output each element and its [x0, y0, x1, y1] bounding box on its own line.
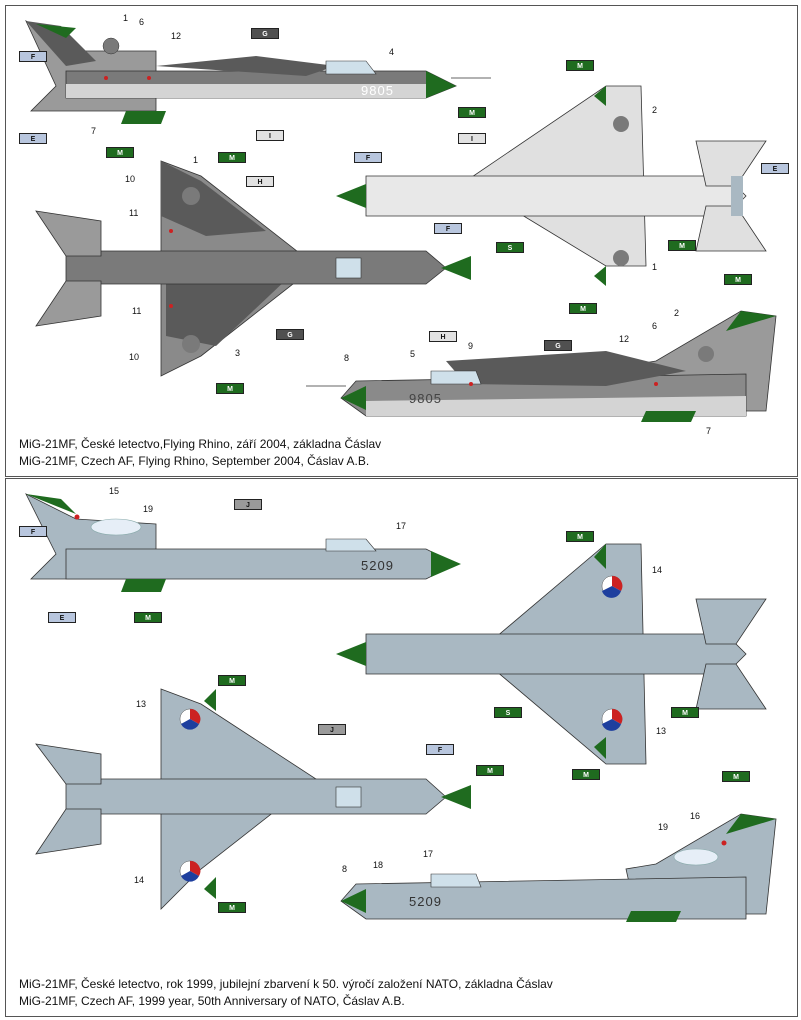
- serial-top: 9805: [361, 83, 394, 98]
- callout-2b: 2: [674, 308, 680, 318]
- roundel-top-right: [179, 860, 201, 882]
- callout-8b: 8: [342, 864, 348, 874]
- tag-m-5: M: [668, 240, 696, 251]
- serial-top-2: 5209: [361, 558, 394, 573]
- tag-h-2: H: [429, 331, 457, 342]
- roundel-underside-bottom: [601, 708, 623, 731]
- tag-m-2: M: [458, 107, 486, 118]
- callout-1c: 1: [652, 262, 658, 272]
- panel-nato-anniversary: 5209 5209 J F M E M M S M J F M M M M 15…: [5, 478, 798, 1017]
- roundel-underside-top: [601, 575, 623, 598]
- callout-2a: 2: [652, 105, 658, 115]
- caption-en-2: MiG-21MF, Czech AF, 1999 year, 50th Anni…: [19, 994, 405, 1008]
- callout-14a: 14: [652, 565, 663, 575]
- tag-m-16: M: [218, 902, 246, 913]
- callout-14b: 14: [134, 875, 145, 885]
- callout-18: 18: [373, 860, 384, 870]
- tag-e-3: E: [48, 612, 76, 623]
- tag-m-15: M: [722, 771, 750, 782]
- tag-m-9: M: [566, 531, 594, 542]
- callout-16: 16: [690, 811, 701, 821]
- callout-12b: 12: [619, 334, 630, 344]
- aircraft-underside-view-2: [336, 543, 767, 765]
- tag-e-1: E: [19, 133, 47, 144]
- tag-g-1: G: [251, 28, 279, 39]
- tag-i-1: I: [256, 130, 284, 141]
- callout-11a: 11: [129, 208, 139, 218]
- serial-bottom-2: 5209: [409, 894, 442, 909]
- aircraft-top-view: [35, 160, 471, 377]
- callout-13b: 13: [656, 726, 667, 736]
- callout-1b: 1: [193, 155, 199, 165]
- callout-6b: 6: [652, 321, 658, 331]
- aircraft-side-view-top: [25, 19, 491, 124]
- tag-f-2: F: [354, 152, 382, 163]
- tag-j-1: J: [234, 499, 262, 510]
- tag-f-4: F: [19, 526, 47, 537]
- tag-g-3: G: [544, 340, 572, 351]
- callout-19b: 19: [658, 822, 669, 832]
- aircraft-side-view-bottom: [306, 310, 777, 422]
- panel2-artwork: [25, 493, 777, 922]
- callout-15: 15: [109, 486, 120, 496]
- tag-m-8: M: [216, 383, 244, 394]
- tag-m-12: M: [671, 707, 699, 718]
- callout-10b: 10: [129, 352, 140, 362]
- tag-f-1: F: [19, 51, 47, 62]
- tag-m-10: M: [134, 612, 162, 623]
- tag-m-6: M: [569, 303, 597, 314]
- roundel-top-left: [179, 708, 201, 730]
- tag-i-2: I: [458, 133, 486, 144]
- tag-m-3: M: [566, 60, 594, 71]
- serial-bottom: 9805: [409, 391, 442, 406]
- aircraft-underside-view-top: [336, 85, 767, 286]
- caption-en-1: MiG-21MF, Czech AF, Flying Rhino, Septem…: [19, 454, 370, 468]
- callout-5: 5: [410, 349, 416, 359]
- tag-m-4: M: [218, 152, 246, 163]
- callout-9: 9: [468, 341, 474, 351]
- tag-h-1: H: [246, 176, 274, 187]
- tag-m-11: M: [218, 675, 246, 686]
- callout-3: 3: [235, 348, 241, 358]
- tag-m-1: M: [106, 147, 134, 158]
- callout-11b: 11: [132, 306, 142, 316]
- callout-19a: 19: [143, 504, 154, 514]
- callout-13a: 13: [136, 699, 147, 709]
- caption-cz-1: MiG-21MF, České letectvo,Flying Rhino, z…: [19, 437, 382, 451]
- callout-17b: 17: [423, 849, 434, 859]
- tag-s-1: S: [496, 242, 524, 253]
- tag-g-2: G: [276, 329, 304, 340]
- callout-8a: 8: [344, 353, 350, 363]
- callout-10a: 10: [125, 174, 136, 184]
- callout-1a: 1: [123, 13, 129, 23]
- tag-j-2: J: [318, 724, 346, 735]
- tag-m-13: M: [476, 765, 504, 776]
- callout-17a: 17: [396, 521, 407, 531]
- tag-m-14: M: [572, 769, 600, 780]
- aircraft-side-view-top-2: [25, 493, 461, 592]
- callout-7a: 7: [91, 126, 97, 136]
- callout-7b: 7: [706, 426, 712, 436]
- aircraft-side-view-bottom-2: [340, 813, 777, 922]
- callout-4: 4: [389, 47, 395, 57]
- callout-6a: 6: [139, 17, 145, 27]
- panel-flying-rhino: 9805 9805 G F E M M I I M F E M H F S M …: [5, 5, 798, 477]
- callout-12a: 12: [171, 31, 182, 41]
- aircraft-top-view-2: [35, 688, 471, 910]
- tag-f-5: F: [426, 744, 454, 755]
- tag-m-7: M: [724, 274, 752, 285]
- tag-s-2: S: [494, 707, 522, 718]
- tag-f-3: F: [434, 223, 462, 234]
- tag-e-2: E: [761, 163, 789, 174]
- panel1-artwork: [25, 19, 777, 422]
- caption-cz-2: MiG-21MF, České letectvo, rok 1999, jubi…: [19, 977, 553, 991]
